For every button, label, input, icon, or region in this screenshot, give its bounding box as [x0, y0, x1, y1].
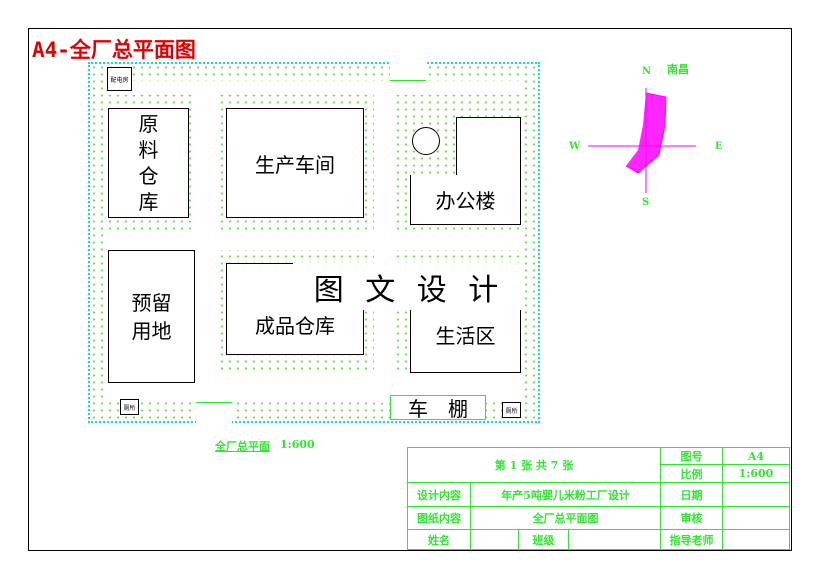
- power-room: 配电房: [107, 67, 132, 91]
- scale-label: 比例: [660, 464, 723, 483]
- class-label: 班级: [518, 529, 569, 550]
- design-value: 年产5吨婴儿米粉工厂设计: [470, 482, 661, 507]
- city-label: 南昌: [667, 63, 689, 76]
- class-value: [568, 529, 661, 550]
- compass-w: W: [569, 141, 581, 152]
- main-gate: [390, 60, 426, 81]
- round-structure: [412, 127, 440, 155]
- scale-value: 1:600: [722, 464, 790, 483]
- road: [107, 230, 522, 250]
- building-bike-shed: 车 棚: [390, 395, 486, 421]
- toilet: 厕所: [502, 402, 521, 418]
- review-value: [722, 506, 790, 530]
- name-value: [470, 529, 519, 550]
- advisor-label: 指导老师: [660, 529, 723, 550]
- wind-rose: [588, 88, 696, 193]
- drawing-no-label: 图号: [660, 447, 723, 465]
- building-raw-warehouse: 原 料 仓 库: [108, 108, 189, 218]
- date-label: 日期: [660, 482, 723, 507]
- building-office: 办公楼: [410, 175, 521, 225]
- drawing-no: A4: [722, 447, 790, 465]
- design-label: 设计内容: [407, 482, 471, 507]
- content-label: 图纸内容: [407, 506, 471, 530]
- compass-s: S: [642, 197, 650, 208]
- name-label: 姓名: [407, 529, 471, 550]
- building-reserved-land: 预留 用地: [108, 250, 195, 383]
- building-production: 生产车间: [226, 108, 364, 218]
- toilet: 厕所: [120, 399, 139, 415]
- date-value: [722, 482, 790, 507]
- rose-shape: [626, 93, 666, 173]
- watermark: 图 文 设 计: [293, 263, 525, 310]
- building-office-wing: [456, 117, 521, 179]
- drawing-title: A4-全厂总平面图: [32, 38, 196, 62]
- road: [107, 81, 522, 95]
- caption-name: 全厂总平面: [215, 440, 270, 453]
- sheet-number: 第 1 张 共 7 张: [407, 447, 661, 483]
- compass-n: N: [642, 66, 652, 77]
- advisor-value: [722, 529, 790, 550]
- content-value: 全厂总平面图: [470, 506, 661, 530]
- review-label: 审核: [660, 506, 723, 530]
- sheet-border: [28, 28, 792, 551]
- compass-e: E: [715, 141, 723, 152]
- side-gate: [196, 402, 232, 423]
- caption-scale: 1:600: [280, 438, 315, 451]
